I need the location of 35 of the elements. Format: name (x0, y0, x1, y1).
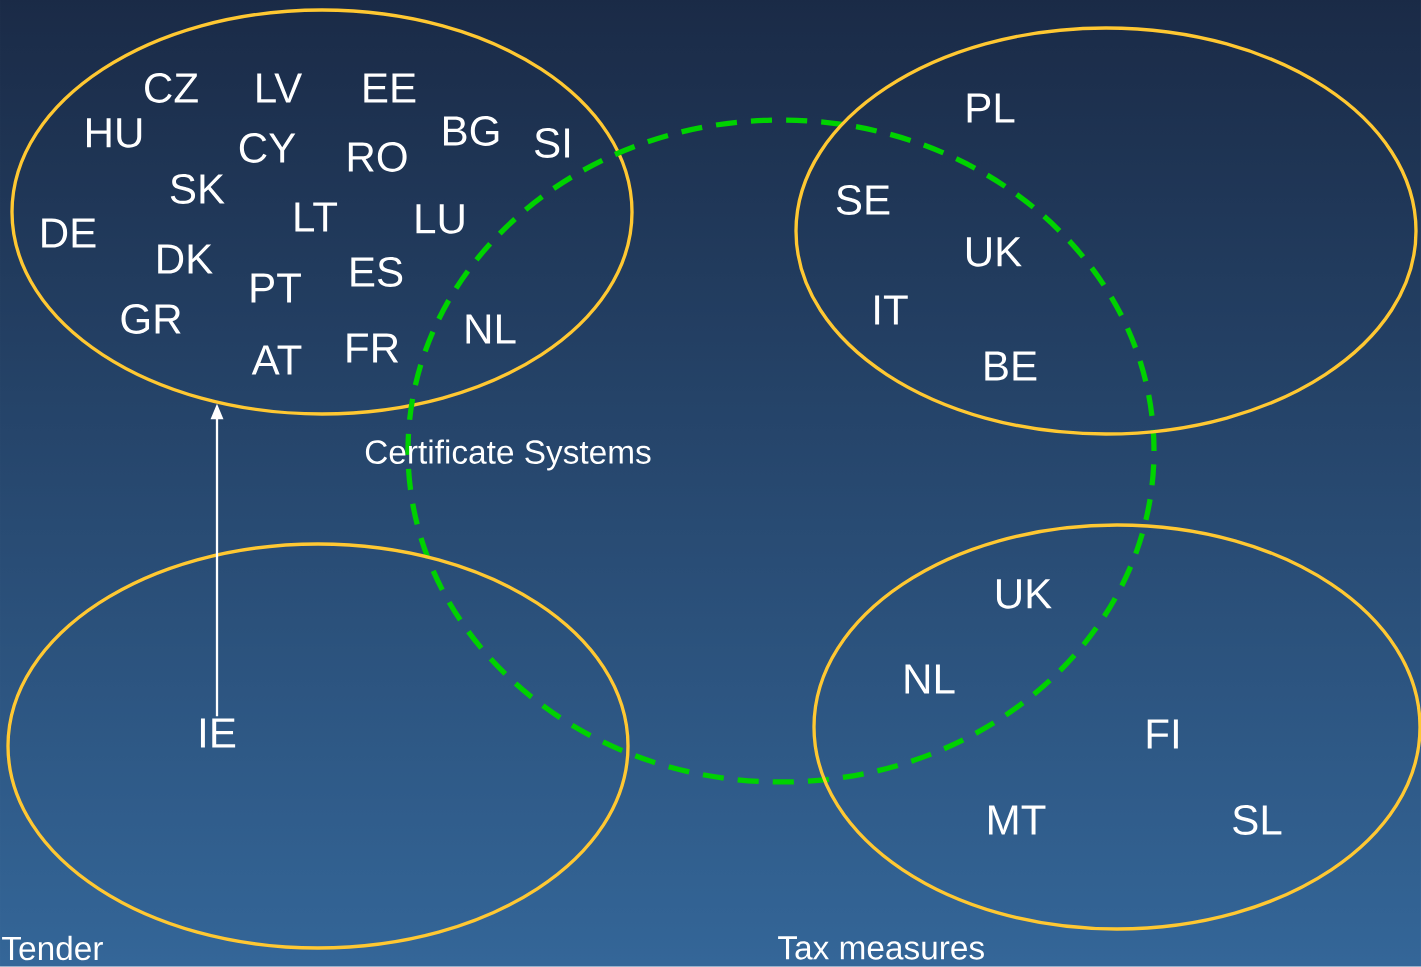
country-code: LU (416, 204, 464, 234)
country-code: CZ (145, 73, 198, 103)
country-code: FR (347, 333, 399, 363)
country-code: ES (351, 257, 403, 287)
country-code: NL (466, 314, 516, 344)
country-code: SI (535, 128, 570, 158)
country-code: IT (875, 295, 908, 325)
country-code: NL (905, 664, 955, 694)
country-code: BE (985, 351, 1037, 381)
country-code: SL (1233, 805, 1282, 835)
country-code: UK (996, 579, 1052, 609)
group-heading: Certificate Systems (365, 439, 651, 471)
ellipse (794, 26, 1418, 436)
country-code: RO (348, 142, 407, 172)
country-code: DK (158, 244, 213, 274)
country-code: UK (966, 237, 1022, 267)
country-code: MT (989, 805, 1046, 835)
country-code: HU (87, 118, 142, 148)
country-code: AT (251, 345, 302, 375)
country-code: FI (1147, 719, 1178, 749)
group-heading: Tax measures (778, 936, 984, 960)
country-code: GR (121, 304, 181, 334)
country-code: PL (967, 93, 1015, 123)
country-code: BG (444, 116, 499, 146)
ellipse (10, 8, 634, 416)
country-code: LT (295, 202, 338, 232)
country-code: SE (836, 185, 890, 215)
country-code: DE (42, 218, 96, 248)
country-code: PT (251, 273, 301, 303)
country-code: EE (364, 73, 416, 103)
country-code: CY (239, 133, 296, 163)
group-heading: Tender (2, 935, 103, 961)
country-code: IE (200, 718, 236, 748)
country-code: SK (170, 174, 225, 204)
country-code: LV (257, 73, 303, 103)
